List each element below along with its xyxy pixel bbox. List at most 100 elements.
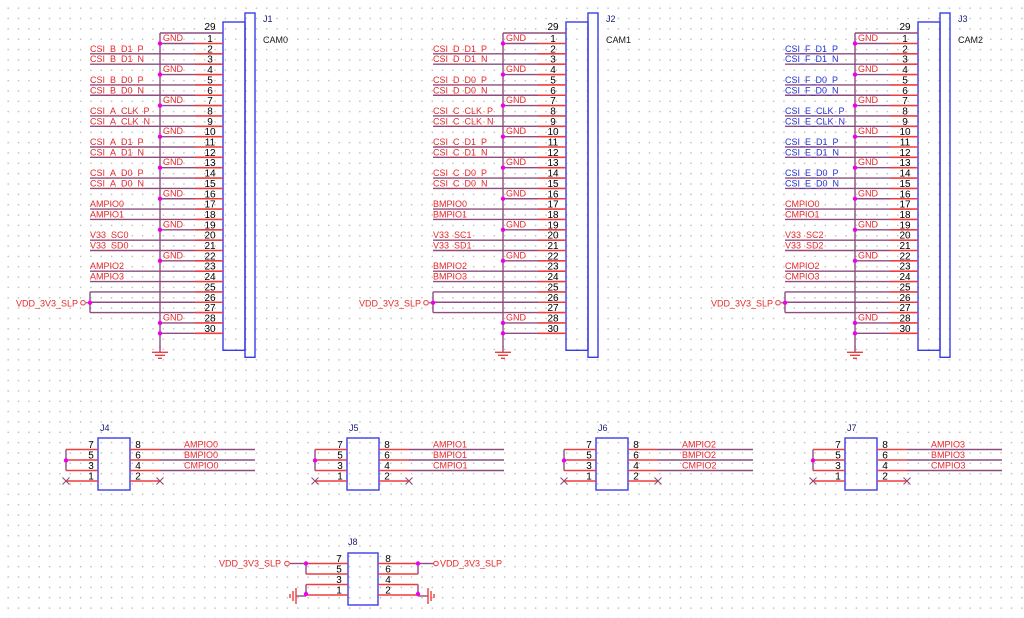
pin-number: 7 (207, 96, 213, 107)
ground-icon (427, 588, 435, 604)
gnd-net-label: GND (858, 33, 879, 43)
pin-number: 24 (899, 272, 911, 283)
connector-body[interactable] (565, 21, 589, 351)
net-label: BMPIO0 (433, 199, 467, 209)
pin-number: 20 (204, 231, 216, 242)
header-body[interactable] (595, 437, 629, 491)
junction-dot (430, 300, 436, 305)
gnd-net-label: GND (506, 312, 527, 322)
pin-number: 6 (633, 451, 639, 462)
net-label: CSI_A_CLK_P (90, 106, 150, 116)
pin-number: 26 (204, 293, 216, 304)
net-label: CSI_B_D1_N (90, 54, 144, 64)
junction-dot (500, 165, 506, 170)
net-label: CMPIO3 (931, 461, 966, 471)
junction-dot (157, 134, 163, 139)
pin-number: 8 (207, 106, 213, 117)
net-label: V33_SC0 (90, 230, 129, 240)
gnd-net-label: GND (858, 64, 879, 74)
pin-number: 7 (337, 440, 343, 451)
pin-number: 18 (899, 210, 911, 221)
net-label: BMPIO0 (184, 450, 218, 460)
connector-body-bar[interactable] (587, 12, 599, 358)
net-label: CMPIO2 (785, 261, 820, 271)
net-label: BMPIO1 (433, 209, 467, 219)
connector-body-bar[interactable] (244, 12, 256, 358)
net-label: AMPIO0 (90, 199, 124, 209)
gnd-net-label: GND (163, 188, 184, 198)
designator-label: J7 (847, 423, 857, 433)
junction-dot (810, 458, 816, 463)
junction-dot (852, 331, 858, 336)
pin-number: 13 (899, 158, 911, 169)
net-label: CSI_D_D0_N (433, 85, 488, 95)
pin-number: 13 (547, 158, 559, 169)
header-body[interactable] (844, 437, 878, 491)
pin-number: 8 (882, 440, 888, 451)
pin-number: 10 (204, 127, 216, 138)
pin-number: 2 (902, 44, 908, 55)
junction-dot (500, 227, 506, 232)
gnd-net-label: GND (163, 33, 184, 43)
net-label: CSI_E_D0_P (785, 168, 839, 178)
designator-label: J1 (263, 14, 273, 24)
pin-number: 21 (899, 241, 911, 252)
pin-number: 9 (902, 117, 908, 128)
junction-dot (303, 591, 309, 597)
pin-number: 6 (135, 451, 141, 462)
header-body[interactable] (97, 437, 131, 491)
pin-number: 18 (547, 210, 559, 221)
net-label: AMPIO2 (682, 440, 716, 450)
header-body[interactable] (347, 552, 379, 606)
pin-number: 3 (550, 55, 556, 66)
net-label: CSI_A_D1_N (90, 147, 144, 157)
connector-body-bar[interactable] (939, 12, 951, 358)
ground-icon (495, 346, 511, 359)
pin-number: 19 (899, 220, 911, 231)
net-label: CSI_A_D0_P (90, 168, 144, 178)
power-net-label: VDD_3V3_SLP (359, 298, 421, 308)
nc-stroke (903, 477, 911, 485)
nc-stroke (156, 477, 164, 485)
connector-body[interactable] (222, 21, 246, 351)
pin-number: 12 (899, 148, 911, 159)
gnd-net-label: GND (163, 95, 184, 105)
junction-dot (312, 458, 318, 463)
net-label: CMPIO2 (682, 461, 717, 471)
pin-number: 3 (835, 461, 841, 472)
pin-number: 22 (204, 251, 216, 262)
pin-number: 24 (204, 272, 216, 283)
junction-dot (500, 196, 506, 201)
pin-number: 20 (899, 231, 911, 242)
pin-number: 1 (88, 472, 94, 483)
header-body[interactable] (346, 437, 380, 491)
pin-number: 5 (88, 451, 94, 462)
net-label: CSI_E_CLK_N (785, 116, 845, 126)
pin-number: 2 (384, 472, 390, 483)
pin-number: 8 (385, 554, 391, 565)
junction-dot (852, 227, 858, 232)
pin-number: 6 (550, 86, 556, 97)
gnd-net-label: GND (506, 126, 527, 136)
pin-number: 5 (586, 451, 592, 462)
net-label: CSI_D_D0_P (433, 75, 487, 85)
pin-number: 3 (586, 461, 592, 472)
net-label: V33_SD2 (785, 241, 824, 251)
junction-dot (500, 320, 506, 326)
cam-connector-j2: J2CAM1291GND2CSI_D_D1_P3CSI_D_D1_N4GND5C… (359, 12, 631, 359)
junction-dot (852, 320, 858, 326)
designator-label: J3 (958, 14, 968, 24)
connector-body[interactable] (917, 21, 941, 351)
pin-number: 8 (135, 440, 141, 451)
pin-number: 5 (337, 451, 343, 462)
no-connect-icon (903, 477, 911, 485)
no-connect-icon (809, 477, 817, 485)
pin-number: 8 (902, 106, 908, 117)
pin-number: 16 (899, 189, 911, 200)
pin-number: 10 (547, 127, 559, 138)
net-label: CSI_C_D1_P (433, 137, 487, 147)
cam-connector-j3: J3CAM2291GND2CSI_F_D1_P3CSI_F_D1_N4GND5C… (711, 12, 983, 359)
net-label: CSI_E_D1_N (785, 147, 839, 157)
